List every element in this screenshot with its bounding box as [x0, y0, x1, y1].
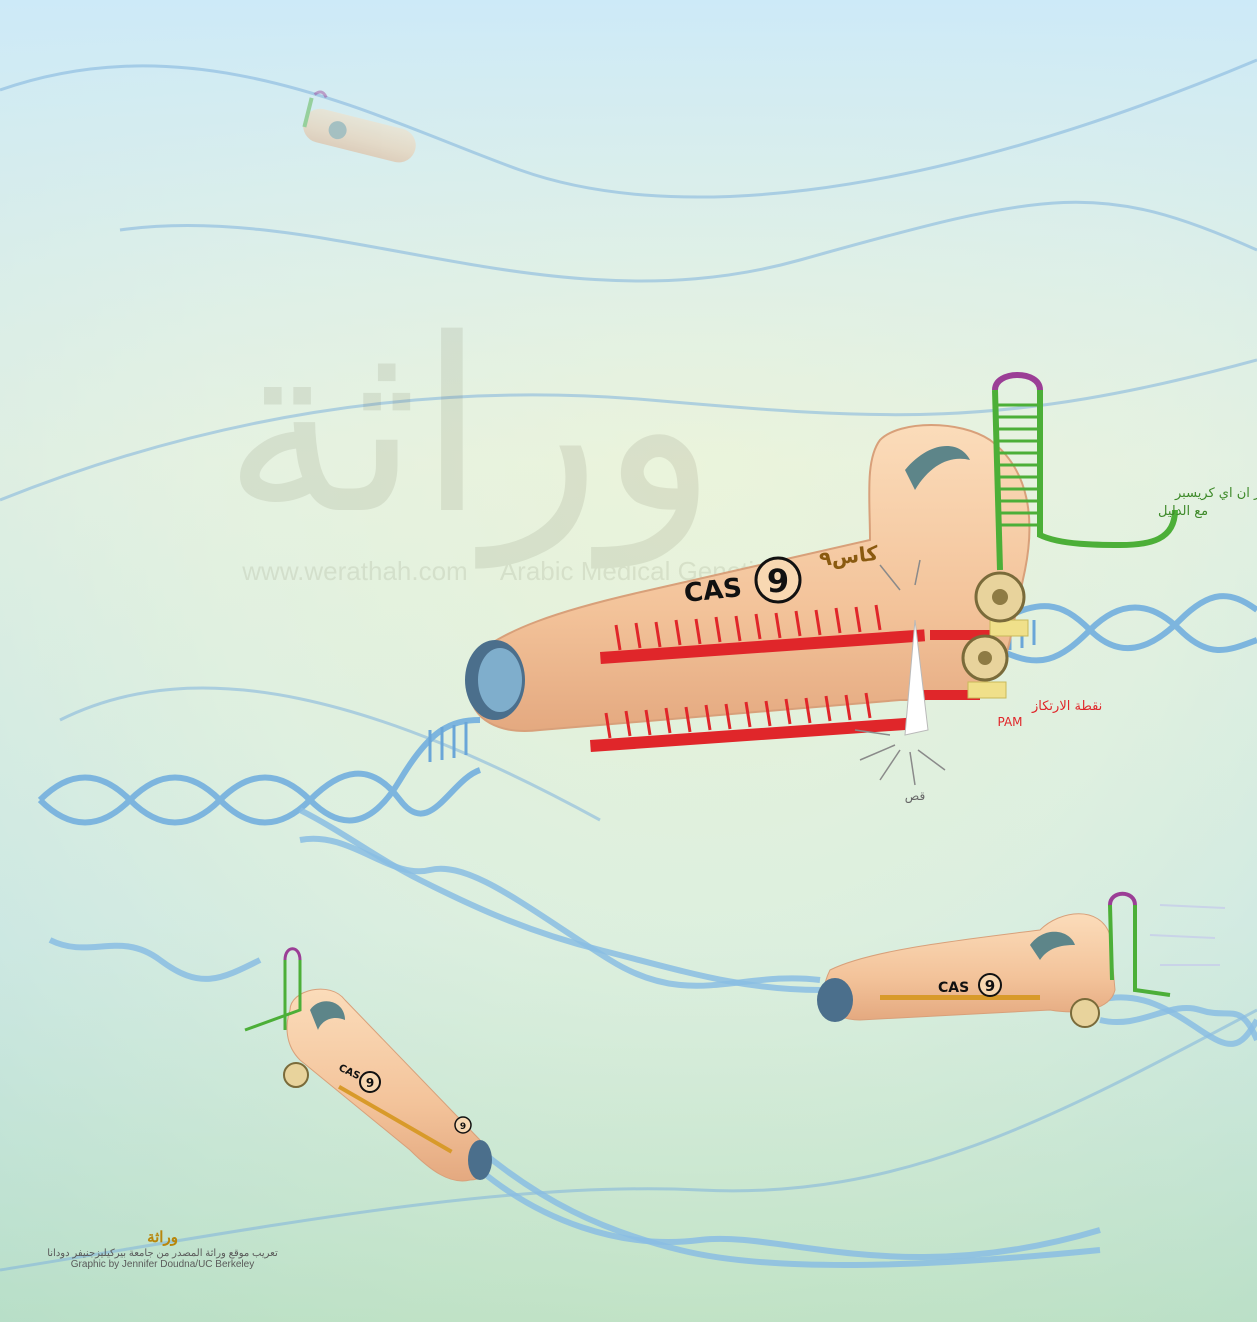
watermark: وراثة www.werathah.com Arabic Medical Ge… — [223, 293, 780, 586]
pam-block-lower — [968, 682, 1006, 698]
guide-rna-label-line1: ار ان اي كريسبر — [1174, 486, 1257, 501]
pam-label-arabic: نقطة الارتكاز — [1031, 699, 1102, 714]
credit-logo: وراثة — [0, 1228, 325, 1246]
main-cas-label: CAS — [683, 573, 744, 609]
pam-label-english: PAM — [997, 715, 1022, 729]
svg-text:www.werathah.com: www.werathah.com — [241, 556, 467, 586]
cas9-lower-left-number: 9 — [366, 1076, 374, 1090]
svg-text:وراثة: وراثة — [223, 293, 717, 569]
credits: وراثة تعريب موقع وراثة المصدر من جامعة ب… — [0, 1228, 325, 1270]
cut-label: قص — [905, 789, 925, 804]
credit-arabic: تعريب موقع وراثة المصدر من جامعة بيركيلي… — [0, 1248, 325, 1259]
main-cas-number: 9 — [767, 562, 789, 600]
pam-block-upper — [990, 620, 1028, 636]
guide-rna-label-line2: مع الدليل — [1158, 504, 1208, 519]
credit-english: Graphic by Jennifer Doudna/UC Berkeley — [0, 1259, 325, 1270]
cas9-middle-number: 9 — [985, 977, 995, 995]
cas9-middle-label: CAS — [938, 980, 969, 996]
cas9-lower-left-side-number: 9 — [460, 1122, 466, 1132]
